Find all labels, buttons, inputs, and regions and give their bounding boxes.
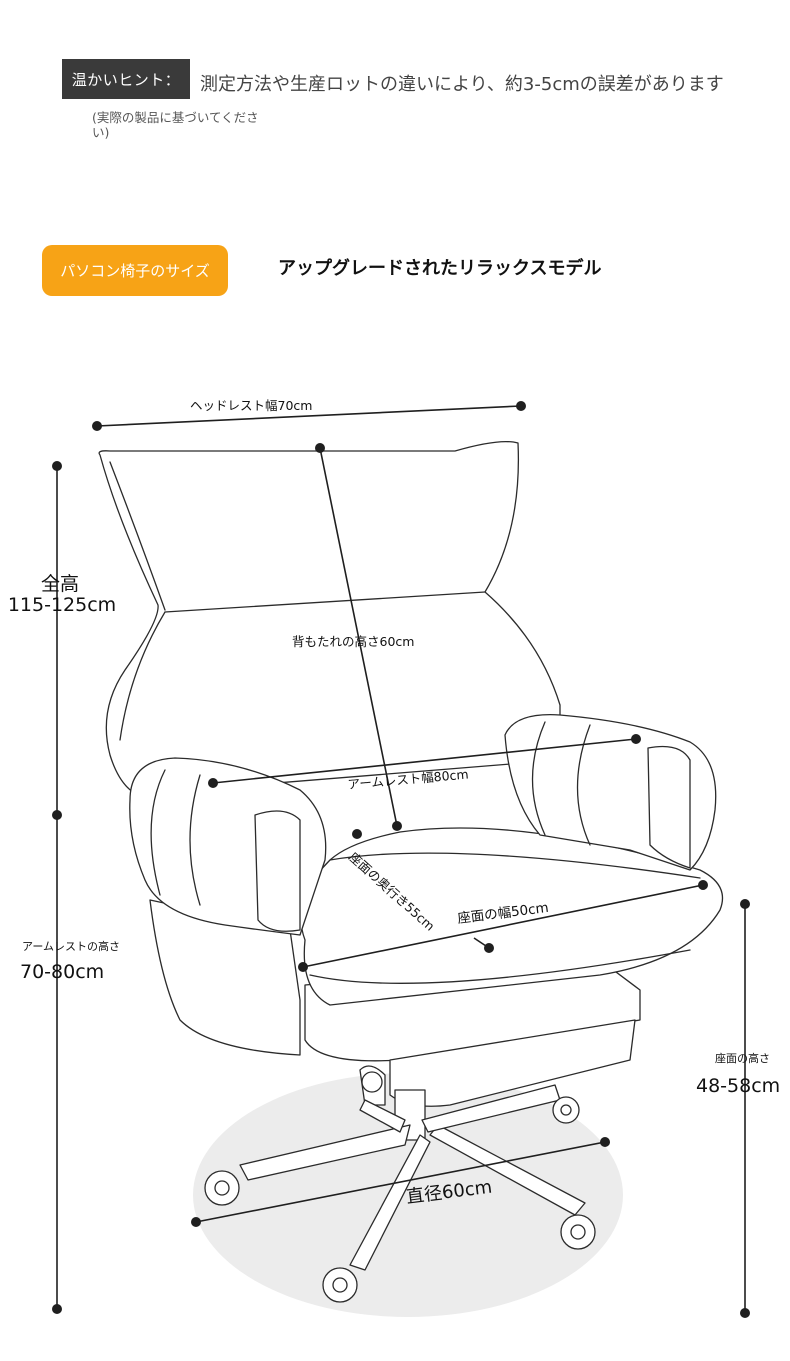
chair-size-badge: パソコン椅子のサイズ [42,245,228,296]
backrest-height-label: 背もたれの高さ60cm [292,634,414,649]
total-height-title: 全高 [41,573,79,595]
armrest-height-value: 70-80cm [20,961,104,983]
armrest-height-title: アームレストの高さ [22,939,120,953]
dimension-lines [52,401,750,1318]
warm-tip-badge: 温かいヒント： [62,59,190,99]
chair-illustration [98,441,724,1303]
seat-height-value: 48-58cm [696,1075,780,1097]
headrest-width-label: ヘッドレスト幅70cm [190,398,312,413]
total-height-value: 115-125cm [8,594,116,616]
warm-tip-text: 測定方法や生産ロットの違いにより、約3-5cmの誤差があります [200,74,724,95]
base-shadow [193,1073,623,1317]
seat-height-title: 座面の高さ [715,1051,770,1065]
warm-tip-note: (実際の製品に基づいてください) [92,110,259,140]
model-title: アップグレードされたリラックスモデル [278,258,602,279]
